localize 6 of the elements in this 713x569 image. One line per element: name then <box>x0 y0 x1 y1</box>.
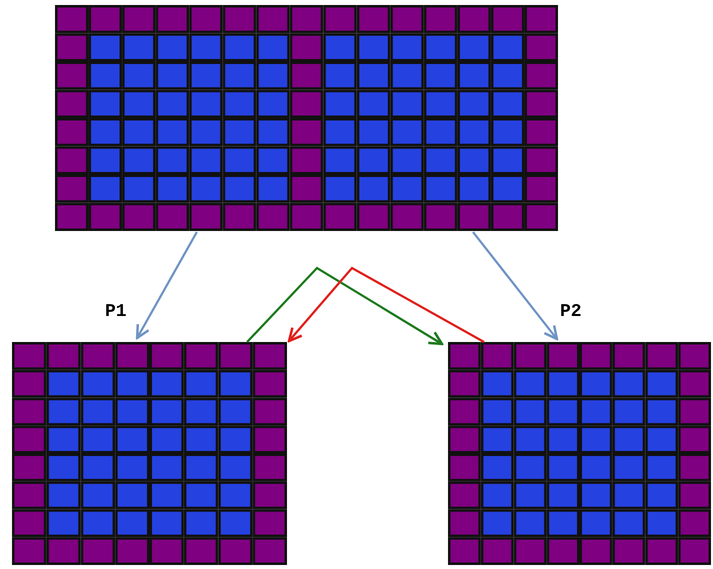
arrow <box>246 266 444 346</box>
process-label: P2 <box>560 302 582 322</box>
arrow <box>288 266 485 343</box>
arrow <box>472 231 558 340</box>
process-label: P1 <box>105 302 127 322</box>
arrow <box>136 231 198 340</box>
